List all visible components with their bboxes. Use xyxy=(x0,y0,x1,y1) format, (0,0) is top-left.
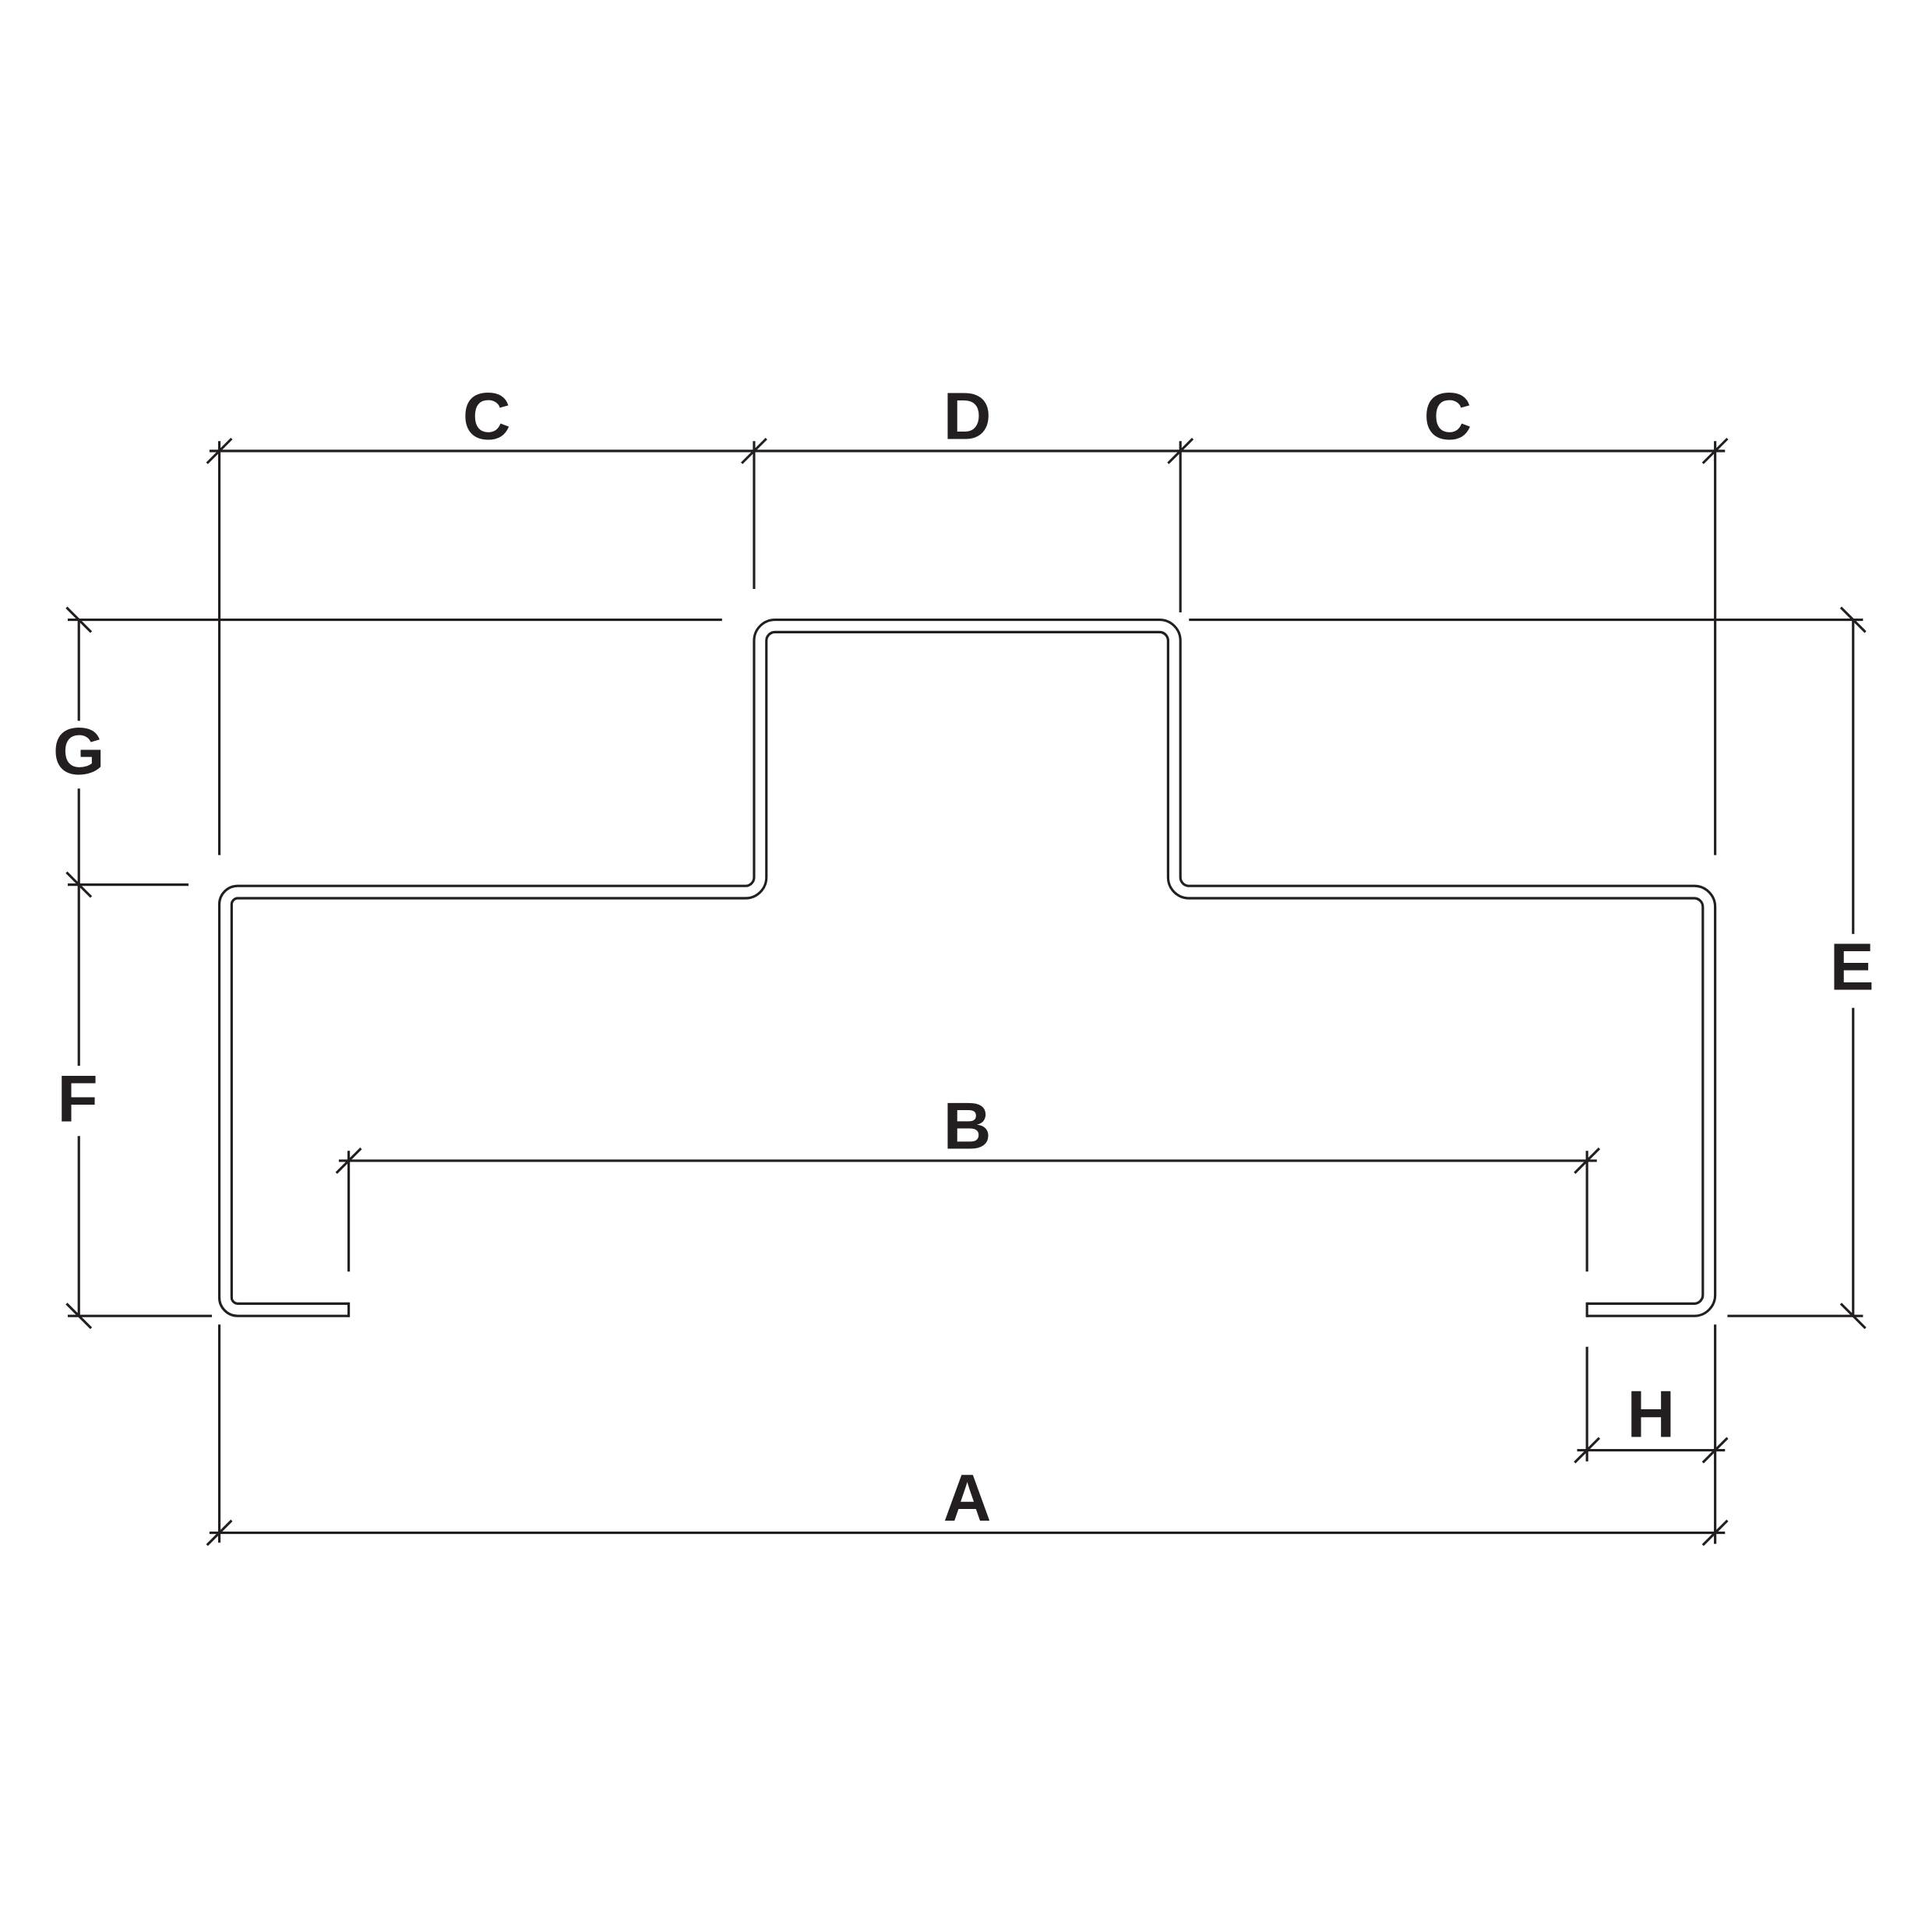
dimension-label-c-left: C xyxy=(463,379,511,453)
dimension-label-d: D xyxy=(943,379,992,453)
reference-lines xyxy=(67,618,1863,1317)
dimension-label-b: B xyxy=(943,1090,992,1164)
left-dimension-chain: G F xyxy=(53,606,104,1330)
inner-dimension-b: B xyxy=(335,1090,1601,1272)
right-dimension-e: E xyxy=(1830,606,1874,1330)
dimension-label-f: F xyxy=(58,1063,98,1137)
dimension-label-a: A xyxy=(943,1461,992,1535)
dimension-label-c-right: C xyxy=(1424,379,1472,453)
sheet-profile xyxy=(217,618,1717,1317)
dimension-label-g: G xyxy=(53,715,104,789)
dimension-label-h: H xyxy=(1627,1378,1676,1452)
dimension-label-e: E xyxy=(1830,930,1874,1004)
top-dimension-chain: C D C xyxy=(206,379,1729,855)
overall-dimension-a: A xyxy=(206,1324,1729,1546)
flange-dimension-h: H xyxy=(1574,1324,1729,1544)
